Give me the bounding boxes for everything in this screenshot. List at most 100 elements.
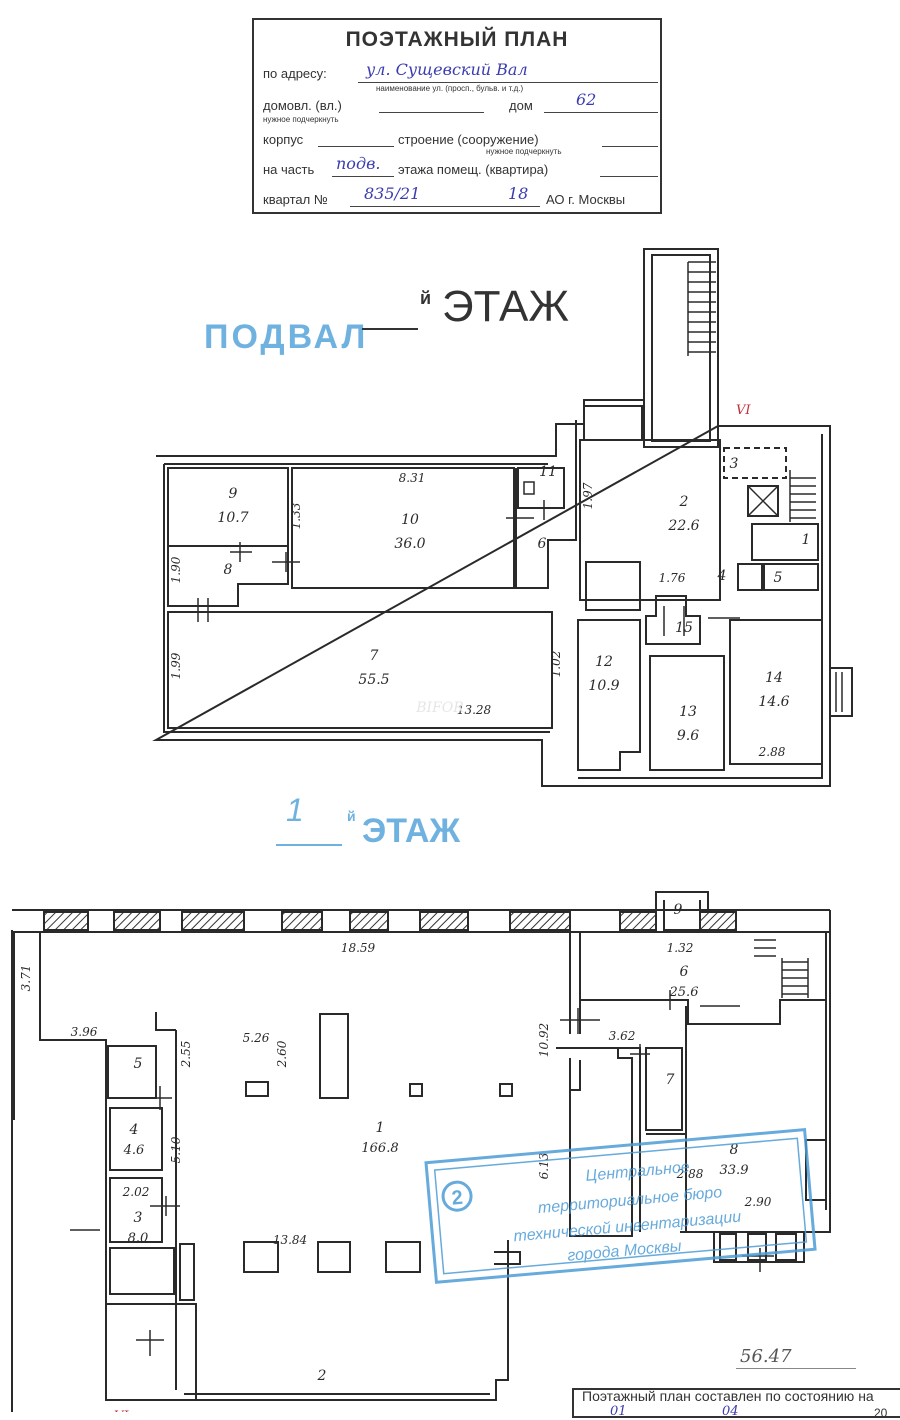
first-floor-dimension: 10.92 [537, 1023, 551, 1057]
basement-corner-mark: VI [736, 403, 751, 418]
basement-dimension: 1.33 [289, 502, 303, 529]
basement-room-12-number: 12 [595, 654, 613, 670]
first-floor-room-5 [107, 1045, 157, 1099]
chast-value: подв. [336, 154, 381, 173]
basement-room-14-number: 14 [765, 670, 783, 686]
basement-room-13-area: 9.6 [677, 728, 699, 744]
basement-floor-number: ПОДВАЛ [204, 318, 369, 356]
title-block: ПОЭТАЖНЫЙ ПЛАН по адресу: ул. Сущевский … [252, 18, 662, 214]
basement-room-13-number: 13 [679, 704, 697, 720]
basement-room-14 [729, 619, 823, 765]
basement-room-13 [649, 655, 725, 771]
basement-room-6-number: 6 [538, 536, 547, 552]
basement-room-7 [167, 611, 553, 729]
etazha-label: этажа помещ. (квартира) [398, 162, 549, 177]
address-label: по адресу: [263, 66, 327, 81]
first-floor-room-8-number: 8 [730, 1142, 739, 1158]
bottom-box-title: Поэтажный план составлен по состоянию на [582, 1388, 874, 1404]
basement-dimension: 1.99 [169, 652, 183, 679]
first-floor-dimension: 1.32 [667, 941, 694, 955]
ao-value: 18 [508, 184, 529, 203]
first-floor-room-6-area: 25.6 [669, 985, 699, 1000]
ao-label: АО г. Москвы [546, 192, 626, 207]
basement-room-9-number: 9 [229, 486, 238, 502]
first-floor-right-stairs [754, 939, 809, 998]
basement-room-10-area: 36.0 [394, 536, 425, 552]
first-floor-dimension: 3.96 [71, 1025, 98, 1039]
basement-room-15 [645, 595, 701, 645]
first-floor-room-1 [155, 1012, 177, 1390]
dom-label: дом [509, 98, 533, 113]
basement-room-7-number: 7 [370, 648, 379, 664]
first-floor-dimension: 2.90 [744, 1195, 772, 1209]
basement-room-9-area: 10.7 [217, 510, 248, 526]
first-floor-suffix: й [347, 808, 356, 824]
first-floor-room-2-number: 2 [317, 1368, 327, 1384]
first-floor-dimension: 2.55 [179, 1041, 193, 1069]
basement-room-8 [167, 546, 289, 607]
basement-room-2 [579, 439, 721, 601]
basement-dimension: 1.90 [169, 556, 183, 583]
basement-room-5-number: 5 [774, 570, 783, 586]
basement-floor-word: ЭТАЖ [442, 282, 570, 331]
basement-outer-wall [152, 399, 831, 787]
first-floor-room-9-number: 9 [674, 902, 683, 918]
bottom-title-box: Поэтажный план составлен по состоянию на… [572, 1388, 900, 1420]
basement-room-15-number: 15 [675, 620, 693, 636]
basement-room-3 [723, 447, 787, 479]
basement-room-1-number: 1 [802, 532, 811, 548]
first-floor-room-9 [655, 891, 709, 931]
first-floor-dimension: 2.60 [275, 1040, 289, 1068]
basement-room-11 [517, 467, 565, 509]
domovl-label: домовл. (вл.) [263, 98, 342, 113]
first-floor-column [319, 1013, 349, 1099]
basement-room-14-area: 14.6 [758, 694, 789, 710]
address-value: ул. Сущевский Вал [366, 60, 528, 79]
plan-title: ПОЭТАЖНЫЙ ПЛАН [345, 28, 569, 51]
basement-room-4 [737, 563, 763, 591]
basement-elevator [747, 485, 779, 517]
stroenie-hint: нужное подчеркнуть [486, 147, 562, 156]
dom-value: 62 [576, 90, 597, 109]
basement-dimension: 2.88 [758, 745, 786, 759]
handwritten-total: 56.47 [740, 1346, 792, 1367]
first-floor-room-6-number: 6 [680, 964, 689, 980]
basement-dimension: 8.31 [399, 471, 426, 485]
address-hint: наименование ул. (просп., бульв. и т.д.) [376, 84, 524, 93]
first-floor-room-8-area: 33.9 [720, 1163, 749, 1178]
first-floor-dimension: 2.88 [676, 1167, 704, 1181]
first-floor-corner-mark: VI [114, 1409, 129, 1412]
first-floor-dimension: 3.62 [609, 1029, 636, 1043]
basement-room-4-number: 4 [717, 568, 727, 584]
basement-room-11-number: 11 [539, 464, 557, 480]
first-floor-room-1-area: 166.8 [361, 1141, 398, 1156]
basement-room-1 [751, 523, 819, 561]
basement-plan [152, 248, 853, 787]
first-floor-number: 1 [286, 792, 304, 828]
domovl-hint: нужное подчеркнуть [263, 115, 339, 124]
first-floor-dimension: 13.84 [273, 1233, 307, 1247]
basement-dimension: 1.02 [549, 651, 563, 678]
first-floor-room-4-area: 4.6 [123, 1143, 145, 1158]
basement-room-12 [577, 619, 641, 771]
first-floor-room-5-number: 5 [134, 1056, 143, 1072]
first-floor-dimension: 18.59 [341, 941, 376, 955]
basement-room-7-area: 55.5 [358, 672, 389, 688]
kvartal-value: 835/21 [364, 184, 421, 203]
basement-room-2-number: 2 [679, 494, 689, 510]
basement-stair-steps [687, 261, 716, 356]
basement-floor-suffix: й [420, 288, 432, 308]
first-floor-room-3-area: 8.0 [128, 1231, 149, 1246]
korpus-label: корпус [263, 132, 304, 147]
basement-room-5 [763, 563, 819, 591]
first-floor-dimension: 3.71 [19, 965, 33, 992]
basement-room-12-area: 10.9 [588, 678, 619, 694]
first-floor-room-1-number: 1 [376, 1120, 385, 1136]
basement-room-10-number: 10 [401, 512, 419, 528]
first-floor-room-4-number: 4 [129, 1122, 139, 1138]
kvartal-label: квартал № [263, 192, 328, 207]
first-floor-room-6 [579, 932, 826, 1025]
first-floor-dimension: 5.26 [243, 1031, 270, 1045]
